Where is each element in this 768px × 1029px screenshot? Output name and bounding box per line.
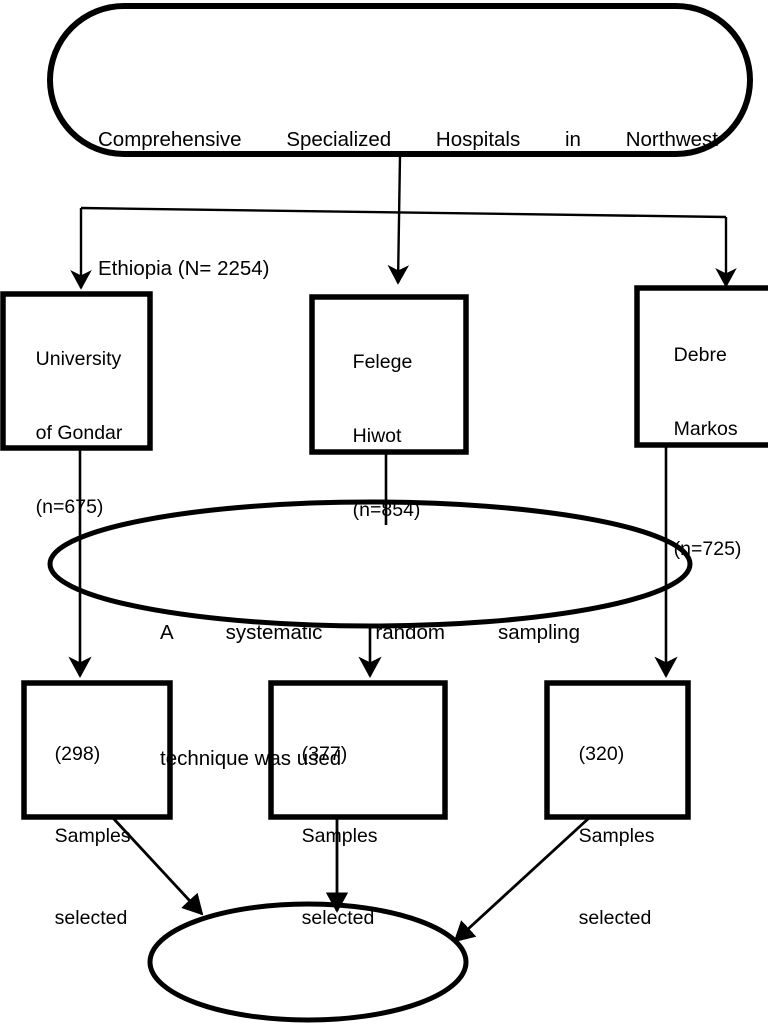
hospital-box-felege-hiwot xyxy=(309,294,469,455)
sample-count: (320) xyxy=(578,743,625,765)
sample-label-3: (320) Samples selected xyxy=(557,693,687,980)
sample-count: (298) xyxy=(54,743,101,765)
hospital-label-gondar: University of Gondar (n=675) xyxy=(14,304,144,563)
hospital-name-line-1: University xyxy=(35,348,122,370)
sample-box-2 xyxy=(268,680,448,820)
source-node-label: Comprehensive Specialized Hospitals in N… xyxy=(98,32,718,376)
connector-sample-3-to-total xyxy=(453,816,590,943)
method-node-line-2: technique was used xyxy=(160,747,342,770)
connector-sample-1-to-total xyxy=(111,817,204,916)
hospital-box-gondar xyxy=(0,291,153,451)
sample-line-2: Samples xyxy=(578,825,655,847)
hospital-count: (n=725) xyxy=(673,538,742,560)
hospital-name-line-1: Felege xyxy=(352,351,413,373)
connector-source-to-felege xyxy=(387,155,410,285)
sample-line-2: Samples xyxy=(301,825,378,847)
method-node-line-1: A systematic random sampling xyxy=(160,621,580,644)
spacer xyxy=(652,485,764,494)
method-node-label: A systematic random sampling technique w… xyxy=(160,528,580,864)
hospital-count: (n=675) xyxy=(35,496,104,518)
total-node-shape xyxy=(147,901,469,1023)
hospital-name-line-1: Debre xyxy=(673,344,727,366)
hospital-label-debre-markos: Debre Markos (n=725) xyxy=(652,300,764,605)
hospital-count: (n=854) xyxy=(352,499,421,521)
source-node-shape xyxy=(47,3,753,157)
hospital-name-line-2: Hiwot xyxy=(352,425,402,447)
hospital-name-line-2: Markos xyxy=(673,418,738,440)
sample-label-2: (377) Samples selected xyxy=(280,693,410,980)
source-node-line-2: Ethiopia (N= 2254) xyxy=(98,257,270,280)
source-node-line-1: Comprehensive Specialized Hospitals in N… xyxy=(98,128,718,151)
sample-label-1: (298) Samples selected xyxy=(33,693,163,980)
sample-box-1 xyxy=(21,680,173,820)
total-node-label: Total sample size =995 xyxy=(213,928,403,1029)
sample-box-3 xyxy=(544,680,691,820)
sample-line-2: Samples xyxy=(54,825,131,847)
sample-line-3: selected xyxy=(578,907,652,929)
hospital-label-felege-hiwot: Felege Hiwot (n=854) xyxy=(331,307,459,566)
total-node-line-1: Total sample xyxy=(213,1016,403,1029)
sample-count: (377) xyxy=(301,743,348,765)
hospital-name-line-2: of Gondar xyxy=(35,422,123,444)
sample-line-3: selected xyxy=(54,907,128,929)
connector-distribution-bar xyxy=(80,206,727,219)
hospital-box-debre-markos xyxy=(634,285,768,448)
sample-line-3: selected xyxy=(301,907,375,929)
